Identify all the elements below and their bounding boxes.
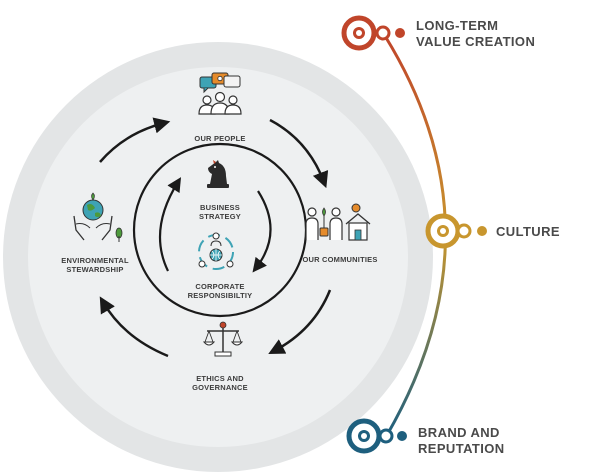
label-line: CORPORATE (195, 282, 245, 291)
arrow-people-to-communities (269, 118, 329, 189)
timeline-line: REPUTATION (418, 441, 505, 456)
timeline-label-culture: CULTURE (496, 224, 586, 240)
arrow-communities-to-ethics (268, 289, 332, 355)
timeline-line: BRAND AND (418, 425, 500, 440)
arrow-ethics-to-environment (99, 296, 169, 358)
label-business-strategy: BUSINESS STRATEGY (170, 203, 270, 221)
arrow-responsibility-to-strategy (158, 177, 182, 272)
label-our-communities: OUR COMMUNITIES (290, 255, 390, 264)
inner-cycle-arrows (158, 177, 272, 273)
timeline-label-brand: BRAND AND REPUTATION (418, 425, 578, 457)
arrow-environment-to-people (99, 117, 171, 163)
label-corporate-responsibility: CORPORATE RESPONSIBILTIY (165, 282, 275, 300)
arrow-strategy-to-responsibility (252, 190, 272, 273)
label-ethics-governance: ETHICS AND GOVERNANCE (170, 374, 270, 392)
label-line: STRATEGY (199, 212, 241, 221)
timeline-node-culture (425, 213, 487, 249)
timeline-label-long-term: LONG-TERM VALUE CREATION (416, 18, 586, 50)
label-line: ENVIRONMENTAL (61, 256, 129, 265)
label-line: BUSINESS (200, 203, 240, 212)
timeline-node-long-term (341, 15, 405, 51)
outer-cycle-arrows (99, 117, 332, 358)
chess-knight-icon (207, 160, 229, 188)
timeline-line: LONG-TERM (416, 18, 499, 33)
label-line: GOVERNANCE (192, 383, 248, 392)
label-line: RESPONSIBILTIY (187, 291, 253, 300)
label-line: STEWARDSHIP (66, 265, 124, 274)
scales-icon (202, 321, 244, 357)
community-icon (305, 203, 371, 241)
label-our-people: OUR PEOPLE (170, 134, 270, 143)
label-line: OUR PEOPLE (194, 134, 246, 143)
label-line: ETHICS AND (196, 374, 244, 383)
timeline-line: VALUE CREATION (416, 34, 536, 49)
people-chat-icon (198, 72, 242, 115)
label-line: OUR COMMUNITIES (302, 255, 378, 264)
label-environmental-stewardship: ENVIRONMENTAL STEWARDSHIP (45, 256, 145, 274)
globe-network-icon (198, 232, 234, 270)
earth-hands-icon (73, 192, 123, 242)
timeline-node-brand (346, 418, 407, 454)
timeline-line: CULTURE (496, 224, 560, 239)
